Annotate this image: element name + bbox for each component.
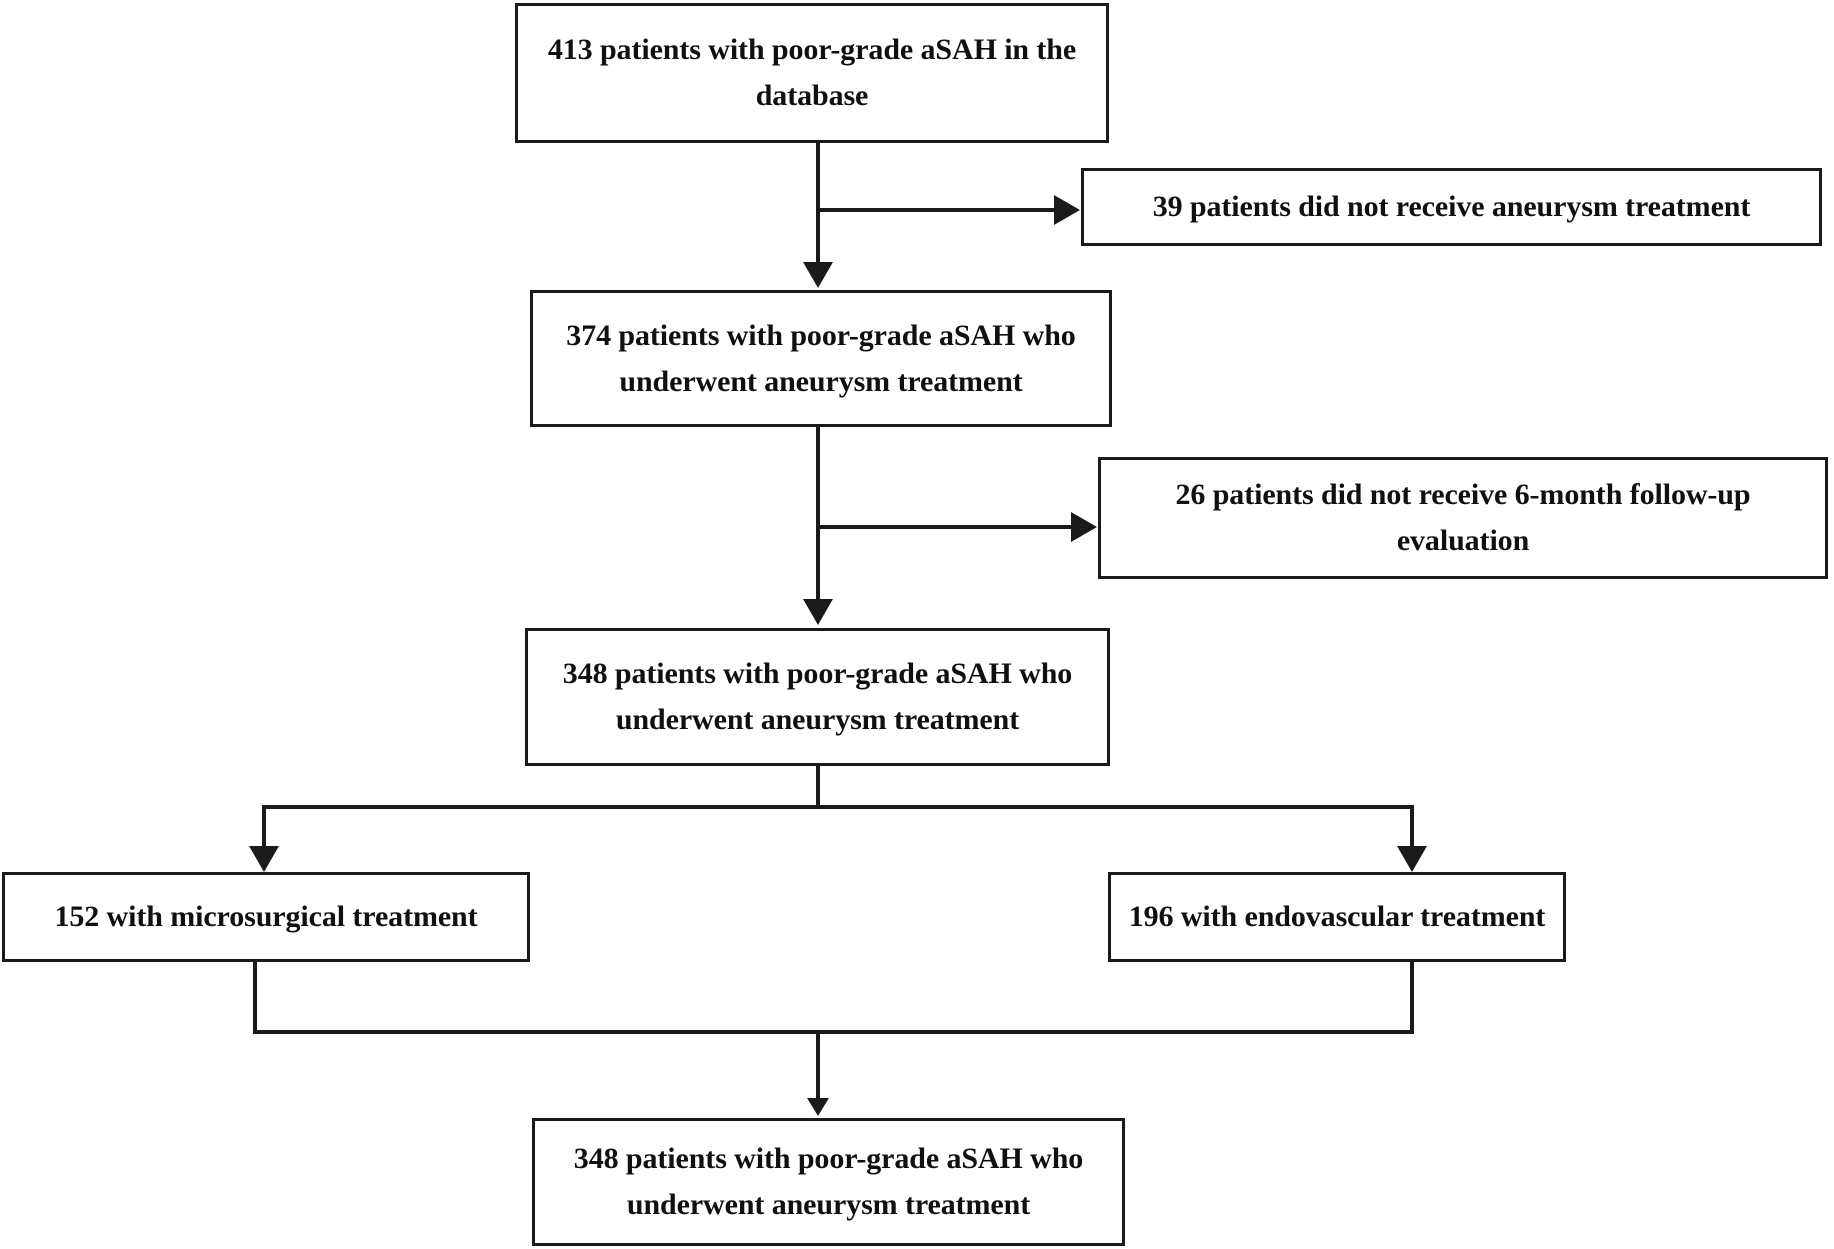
edge-merge-bus (253, 1030, 1414, 1034)
edge-treated-to-exclusion26-line (818, 525, 1073, 529)
edge-split-left-arrowhead (249, 846, 279, 872)
edge-db-to-treated-arrowhead (803, 262, 833, 288)
edge-merge-left-stem (253, 962, 257, 1034)
node-excluded-no-followup-26: 26 patients did not receive 6-month foll… (1098, 457, 1828, 579)
node-final-348-label: 348 patients with poor-grade aSAH who un… (573, 1142, 1084, 1221)
node-treated-374: 374 patients with poor-grade aSAH who un… (530, 290, 1112, 427)
edge-split-left-drop (262, 805, 266, 852)
edge-split-right-arrowhead (1397, 846, 1427, 872)
edge-split-right-drop (1410, 805, 1414, 852)
edge-db-to-exclusion39-arrowhead (1054, 195, 1080, 225)
node-excluded-no-treatment-39-label: 39 patients did not receive aneurysm tre… (1152, 190, 1751, 224)
node-endovascular-196: 196 with endovascular treatment (1108, 872, 1566, 962)
edge-treated-to-followed-trunk (816, 427, 820, 604)
node-endovascular-196-label: 196 with endovascular treatment (1128, 900, 1546, 934)
edge-followed-split-stem (816, 766, 820, 808)
node-treated-374-label: 374 patients with poor-grade aSAH who un… (566, 318, 1076, 398)
node-followed-348: 348 patients with poor-grade aSAH who un… (525, 628, 1110, 766)
node-excluded-no-followup-26-label: 26 patients did not receive 6-month foll… (1175, 478, 1751, 557)
edge-merge-arrowhead (807, 1098, 829, 1116)
edge-treated-to-exclusion26-arrowhead (1071, 512, 1097, 542)
edge-merge-center-drop (816, 1030, 820, 1104)
edge-db-to-treated-trunk (816, 143, 820, 267)
edge-treated-to-followed-arrowhead (803, 599, 833, 625)
edge-followed-split-bus (262, 805, 1414, 809)
node-microsurgical-152-label: 152 with microsurgical treatment (54, 900, 478, 934)
edge-merge-right-stem (1410, 962, 1414, 1034)
node-excluded-no-treatment-39: 39 patients did not receive aneurysm tre… (1081, 168, 1822, 246)
node-microsurgical-152: 152 with microsurgical treatment (2, 872, 530, 962)
node-followed-348-label: 348 patients with poor-grade aSAH who un… (562, 657, 1073, 736)
edge-db-to-exclusion39-line (818, 208, 1056, 212)
node-database-413: 413 patients with poor-grade aSAH in the… (515, 3, 1109, 143)
node-database-413-label: 413 patients with poor-grade aSAH in the… (547, 33, 1077, 112)
node-final-348: 348 patients with poor-grade aSAH who un… (532, 1118, 1125, 1246)
